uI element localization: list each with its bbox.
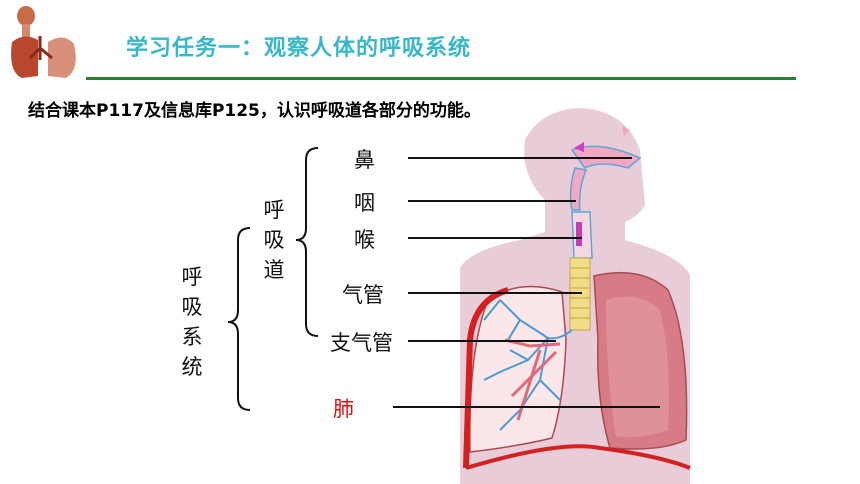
part-label-nose: 鼻: [354, 148, 375, 172]
page-title: 学习任务一：观察人体的呼吸系统: [126, 36, 472, 61]
lung-left: [469, 285, 567, 453]
bronchial-tree: [483, 299, 573, 431]
part-label-pharynx: 咽: [354, 191, 375, 215]
tract-bracket: [295, 147, 319, 337]
system-label: 呼吸系统: [181, 265, 203, 379]
part-label-larynx: 喉: [354, 228, 375, 252]
system-bracket: [227, 227, 251, 411]
respiratory-system-thumbnail-icon: [4, 2, 82, 80]
instruction-text: 结合课本P117及信息库P125，认识呼吸道各部分的功能。: [28, 101, 481, 121]
header-divider: [86, 77, 796, 80]
part-label-trachea: 气管: [342, 283, 384, 307]
part-label-lung: 肺: [333, 397, 354, 421]
part-label-bronchi: 支气管: [330, 331, 393, 355]
pharynx: [569, 167, 588, 211]
tract-label: 呼吸道: [263, 198, 285, 282]
